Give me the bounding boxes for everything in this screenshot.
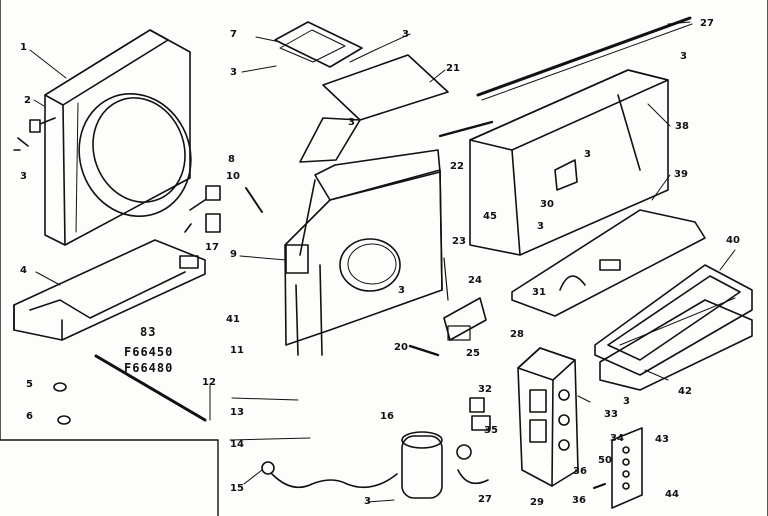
callout-label: 3 xyxy=(680,51,687,62)
callout-label: 27 xyxy=(478,494,492,505)
callout-label: 22 xyxy=(450,161,464,172)
callout-label: 41 xyxy=(226,314,240,325)
callout-label: 3 xyxy=(402,29,409,40)
callout-label: 30 xyxy=(540,199,554,210)
callout-label: 10 xyxy=(226,171,240,182)
strip-part-37 xyxy=(476,16,692,97)
callout-label: 14 xyxy=(230,439,244,450)
callout-label: 9 xyxy=(230,249,237,260)
callout-label: 3 xyxy=(584,149,591,160)
callout-label: 36 xyxy=(572,495,586,506)
leader-lines xyxy=(29,21,736,503)
callout-label: 21 xyxy=(446,63,460,74)
callout-label: 3 xyxy=(623,396,630,407)
callout-label: 36 xyxy=(573,466,587,477)
callout-label: 11 xyxy=(230,345,244,356)
callout-label: 3 xyxy=(348,117,355,128)
control-panel-plate xyxy=(611,427,643,509)
callout-label: 50 xyxy=(598,455,612,466)
callout-label: 16 xyxy=(380,411,394,422)
callout-label: 3 xyxy=(364,496,371,507)
drip-tray xyxy=(594,264,753,391)
callout-label: 43 xyxy=(655,434,669,445)
callout-label: 15 xyxy=(230,483,244,494)
callout-label: 3 xyxy=(230,67,237,78)
callout-label: 7 xyxy=(230,29,237,40)
callout-label: 42 xyxy=(678,386,692,397)
screw-5 xyxy=(53,382,67,392)
callout-label: 40 xyxy=(726,235,740,246)
callout-label: 44 xyxy=(665,489,679,500)
callout-label: 17 xyxy=(205,242,219,253)
callout-label: 33 xyxy=(604,409,618,420)
callout-label: 4 xyxy=(20,265,27,276)
callout-label: 20 xyxy=(394,342,408,353)
top-cover-plate xyxy=(274,21,363,68)
bolt-part-20 xyxy=(408,344,440,357)
bracket-part-24 xyxy=(443,297,487,341)
part-10 xyxy=(205,185,221,201)
callout-label: 8 xyxy=(228,154,235,165)
callout-label: 23 xyxy=(452,236,466,247)
screw-6 xyxy=(57,415,71,425)
callout-label: 1 xyxy=(20,42,27,53)
callout-label: 39 xyxy=(674,169,688,180)
callout-label: 32 xyxy=(478,384,492,395)
callout-label: 6 xyxy=(26,411,33,422)
callout-label: 29 xyxy=(530,497,544,508)
callout-label: 3 xyxy=(537,221,544,232)
callout-label: 12 xyxy=(202,377,216,388)
cabinet-top-cover xyxy=(469,69,669,256)
callout-label: 2 xyxy=(24,95,31,106)
model-number: F66480 xyxy=(124,361,174,375)
capacitor-part-16 xyxy=(401,431,472,499)
callout-label: 27 xyxy=(700,18,714,29)
base-plate xyxy=(511,209,706,317)
bracket-part-2 xyxy=(13,117,56,151)
power-cord xyxy=(261,461,398,489)
callout-label: 31 xyxy=(532,287,546,298)
front-grille-panel xyxy=(44,29,192,246)
model-code: 83 xyxy=(140,325,157,339)
base-pan xyxy=(13,239,206,341)
callout-label: 45 xyxy=(483,211,497,222)
rod-part-12 xyxy=(94,354,207,422)
model-number: F66450 xyxy=(124,345,174,359)
part-8 xyxy=(245,187,263,213)
control-box xyxy=(517,347,579,487)
callout-label: 28 xyxy=(510,329,524,340)
callout-label: 34 xyxy=(610,433,624,444)
callout-label: 25 xyxy=(466,348,480,359)
callout-label: 13 xyxy=(230,407,244,418)
callout-label: 5 xyxy=(26,379,33,390)
callout-label: 35 xyxy=(484,425,498,436)
part-17 xyxy=(205,213,221,233)
callout-label: 3 xyxy=(20,171,27,182)
callout-label: 3 xyxy=(398,285,405,296)
callout-label: 38 xyxy=(675,121,689,132)
fan-shroud-barrier xyxy=(284,149,443,356)
callout-label: 24 xyxy=(468,275,482,286)
part-32 xyxy=(469,397,485,413)
partition-top-plate xyxy=(322,54,449,121)
